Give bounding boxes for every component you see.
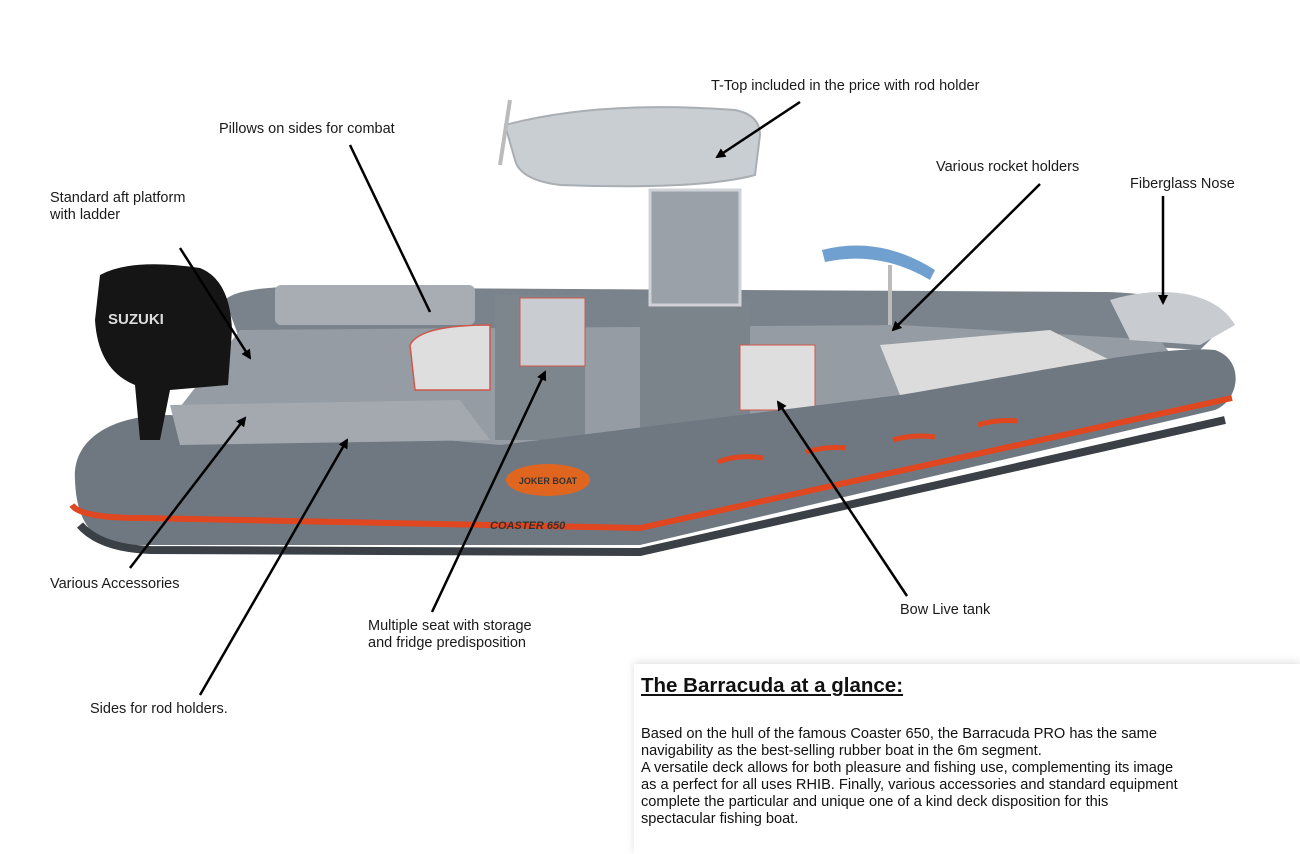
info-title: The Barracuda at a glance: — [641, 674, 904, 697]
hull-keel — [76, 416, 1226, 557]
info-line: Based on the hull of the famous Coaster … — [641, 726, 1157, 742]
side-pillow — [275, 285, 475, 325]
arrow-multiple-seat — [430, 370, 547, 613]
arrow-aft-platform — [178, 247, 252, 360]
label-bow-live-tank: Bow Live tank — [900, 602, 991, 618]
hull-tube — [74, 349, 1236, 545]
outboard-motor — [95, 264, 232, 440]
label-aft-platform-line1: Standard aft platform — [50, 190, 186, 206]
arrow-pillows — [348, 144, 432, 313]
label-multiple-seat: Multiple seat with storage and fridge pr… — [368, 618, 532, 652]
info-line: spectacular fishing boat. — [641, 811, 799, 827]
hull-model-text: COASTER 650 — [490, 520, 566, 532]
rocket-holder-rack — [822, 245, 935, 280]
label-multiple-seat-line2: and fridge predisposition — [368, 635, 526, 651]
label-aft-platform: Standard aft platform with ladder — [50, 190, 185, 224]
arrow-t-top — [715, 100, 801, 159]
rod-holder — [498, 99, 512, 166]
joker-boat-logo: JOKER BOAT — [506, 464, 590, 496]
arrow-bow-live-tank — [776, 400, 909, 597]
arrow-rocket-holders — [891, 183, 1041, 332]
engine-logo-text: SUZUKI — [108, 311, 164, 328]
console-window — [648, 188, 742, 307]
info-body: Based on the hull of the famous Coaster … — [641, 726, 1291, 828]
label-fiberglass-nose: Fiberglass Nose — [1130, 176, 1235, 192]
info-line: as a perfect for all uses RHIB. Finally,… — [641, 777, 1178, 793]
info-line: navigability as the best-selling rubber … — [641, 743, 1042, 759]
t-top-canopy — [503, 106, 762, 188]
hull-stripe — [69, 395, 1233, 532]
svg-text:JOKER BOAT: JOKER BOAT — [519, 476, 578, 486]
label-aft-platform-line2: with ladder — [50, 207, 121, 223]
label-accessories: Various Accessories — [50, 576, 180, 592]
label-t-top: T-Top included in the price with rod hol… — [711, 78, 980, 94]
label-pillows: Pillows on sides for combat — [219, 121, 395, 137]
arrow-rod-holders — [198, 438, 349, 696]
info-line: complete the particular and unique one o… — [641, 794, 1109, 810]
console-seat — [739, 344, 816, 411]
annotation-arrows — [129, 100, 1168, 696]
fiberglass-nose — [1110, 292, 1235, 345]
info-box: The Barracuda at a glance: Based on the … — [634, 664, 1300, 854]
info-line: A versatile deck allows for both pleasur… — [641, 760, 1174, 776]
label-rocket-holders: Various rocket holders — [936, 159, 1080, 175]
label-rod-holders: Sides for rod holders. — [90, 701, 228, 717]
seat — [409, 324, 491, 391]
arrow-accessories — [129, 416, 247, 569]
seat-cushion — [519, 297, 586, 367]
label-multiple-seat-line1: Multiple seat with storage — [368, 618, 532, 634]
aft-platform — [170, 400, 490, 445]
